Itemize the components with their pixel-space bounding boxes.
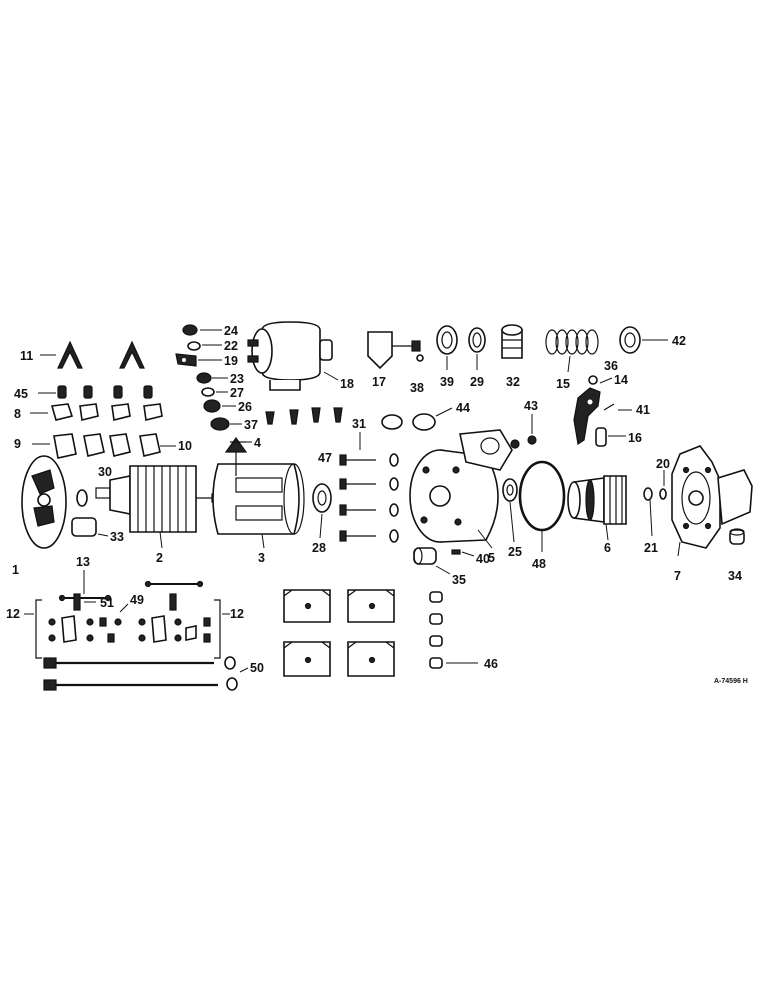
ring-part	[619, 326, 668, 354]
callout-45: 45	[14, 387, 28, 401]
callout-32: 32	[506, 375, 520, 389]
callout-11: 11	[20, 349, 33, 363]
callout-33: 33	[110, 530, 124, 544]
armature-part	[95, 465, 225, 549]
callout-4: 4	[254, 436, 261, 450]
callout-42: 42	[672, 334, 686, 348]
callout-12-left: 12	[6, 607, 20, 621]
callout-21: 21	[644, 541, 658, 555]
callout-9: 9	[14, 437, 21, 451]
callout-6: 6	[604, 541, 611, 555]
washer-part	[502, 478, 518, 543]
callout-20: 20	[656, 457, 670, 471]
callout-30: 30	[98, 465, 112, 479]
callout-49: 49	[130, 593, 144, 607]
callout-36: 36	[604, 359, 618, 373]
callout-39: 39	[440, 375, 454, 389]
callout-19: 19	[224, 354, 238, 368]
callout-38: 38	[410, 381, 424, 395]
callout-35: 35	[452, 573, 466, 587]
brush-block-parts	[283, 589, 395, 677]
callout-12-right: 12	[230, 607, 244, 621]
thrust-washer-part	[312, 483, 332, 539]
washer-parts	[436, 325, 486, 370]
callout-labels: 1 2 3 4 5 6 7 8 9 10 11 12 12 13 14 15 1…	[6, 324, 748, 685]
clip-part	[416, 354, 424, 362]
long-bolt-parts	[43, 656, 249, 691]
callout-28: 28	[312, 541, 326, 555]
plunger-part	[367, 331, 421, 370]
field-frame-part	[212, 436, 305, 549]
callout-25: 25	[508, 545, 522, 559]
pin-sleeve-parts	[595, 403, 632, 447]
bushing-part	[71, 517, 109, 537]
callout-31: 31	[352, 417, 366, 431]
sleeve-pin-parts	[413, 547, 475, 575]
callout-48: 48	[532, 557, 546, 571]
bushing-part	[501, 324, 523, 359]
callout-23: 23	[230, 372, 244, 386]
callout-26: 26	[238, 400, 252, 414]
callout-22: 22	[224, 339, 238, 353]
nose-housing-part	[671, 445, 753, 557]
callout-46: 46	[484, 657, 498, 671]
callout-18: 18	[340, 377, 354, 391]
callout-10: 10	[178, 439, 192, 453]
callout-24: 24	[224, 324, 238, 338]
callout-17: 17	[372, 375, 386, 389]
callout-8: 8	[14, 407, 21, 421]
callout-44: 44	[456, 401, 470, 415]
through-bolt-parts	[339, 432, 399, 543]
callout-47: 47	[318, 451, 332, 465]
drive-pinion-part	[567, 475, 627, 541]
callout-50: 50	[250, 661, 264, 675]
callout-13: 13	[76, 555, 90, 569]
retainer-parts	[643, 470, 667, 537]
nut-part	[510, 414, 537, 449]
callout-37: 37	[244, 418, 258, 432]
washer-part	[76, 489, 88, 507]
reference-code: A-74596 H	[714, 678, 748, 685]
callout-29: 29	[470, 375, 484, 389]
callout-43: 43	[524, 399, 538, 413]
solenoid-switch-part	[247, 321, 339, 391]
callout-2: 2	[156, 551, 163, 565]
screw-parts	[429, 591, 478, 669]
callout-7: 7	[674, 569, 681, 583]
callout-3: 3	[258, 551, 265, 565]
commutator-end-frame-part	[21, 455, 67, 549]
brush-set-kit-part	[24, 570, 230, 659]
brush-spring-part	[40, 340, 145, 369]
brush-hardware-parts	[30, 385, 176, 459]
o-ring-part	[518, 460, 566, 552]
terminal-stud-parts	[265, 407, 453, 431]
spring-part	[545, 329, 599, 373]
callout-41: 41	[636, 403, 650, 417]
callout-5: 5	[488, 551, 495, 565]
callout-40: 40	[476, 552, 490, 566]
bushing-part	[729, 528, 745, 545]
callout-27: 27	[230, 386, 244, 400]
callout-15: 15	[556, 377, 570, 391]
callout-14: 14	[614, 373, 628, 387]
shift-lever-part	[573, 375, 613, 446]
drive-housing-part	[409, 429, 513, 549]
callout-16: 16	[628, 431, 642, 445]
solenoid-hardware-parts	[175, 324, 242, 431]
callout-1: 1	[12, 563, 19, 577]
callout-51: 51	[100, 596, 114, 610]
callout-34: 34	[728, 569, 742, 583]
